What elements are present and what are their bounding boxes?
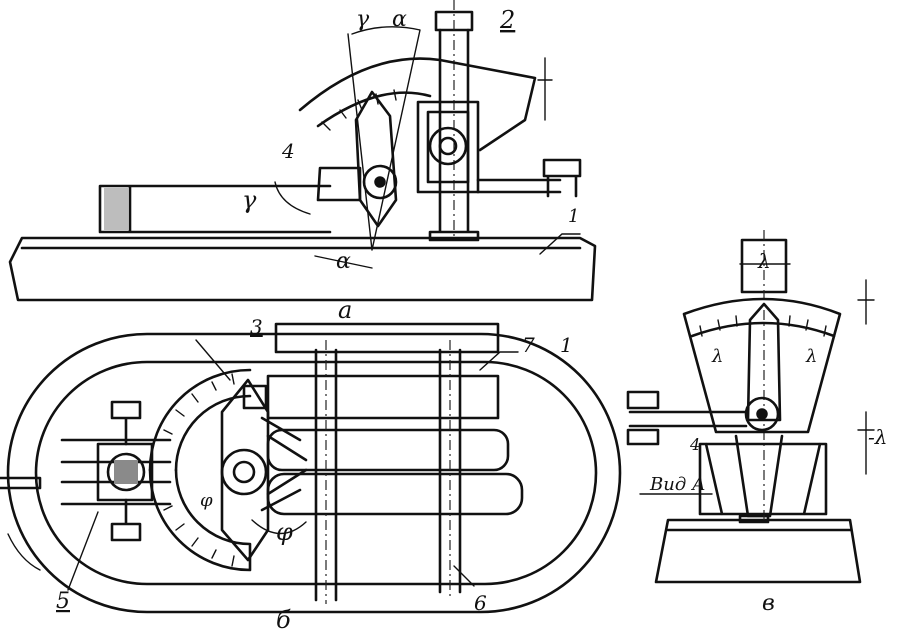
view-b-sector-upper: [148, 368, 252, 472]
view-b-label-1: 1: [560, 333, 573, 357]
view-a-label-alpha-top: α: [392, 7, 407, 32]
view-b-label-phi-outer: φ: [276, 518, 293, 546]
view-c-title: Вид А: [649, 474, 706, 495]
view-b-guide-upper: [266, 374, 500, 420]
view-c-label-lambda-top: λ: [757, 249, 771, 273]
view-c-label-lambda-right: λ: [805, 346, 817, 367]
view-c-rod: [628, 410, 748, 428]
view-a-label-gamma-left: γ: [242, 186, 257, 214]
view-a-label-alpha-bottom: α: [336, 249, 351, 274]
view-c-dimension-top: [857, 279, 875, 325]
view-b-label-6: 6: [474, 591, 487, 615]
view-a-pivot-center: [374, 176, 386, 188]
view-c-sector-scale: [690, 321, 836, 338]
view-a-base: [8, 236, 597, 302]
view-a-bar-hatch: [104, 188, 128, 230]
view-b-label-5: 5: [56, 589, 70, 614]
view-b-label-7: 7: [522, 333, 535, 357]
view-a-dimension: [537, 57, 553, 121]
view-a-cutter: [316, 166, 362, 202]
view-b-left-screw: [106, 452, 146, 492]
view-b-pivot-inner: [232, 460, 256, 484]
view-b-top-bar: [274, 322, 500, 354]
view-a-column-cap: [434, 10, 474, 32]
view-b-pivot: [220, 448, 268, 496]
view-a-angle-lines: [347, 26, 421, 251]
view-b-sector-lower: [148, 468, 252, 572]
view-c-label-minus-lambda: -λ: [868, 425, 887, 449]
view-c: λ λ λ -λ 4 Вид А в: [626, 230, 887, 616]
view-a: γ α 2 4 γ α 1 a: [8, 0, 597, 324]
view-c-label-lambda-left: λ: [711, 346, 723, 367]
view-b: 3 7 1 φ φ 5 6 б: [0, 315, 622, 631]
view-b-holder-block: [242, 384, 268, 410]
view-b-label-3: 3: [250, 315, 263, 339]
view-b-leader-5: [67, 511, 99, 591]
view-b-leader-3: [195, 339, 231, 381]
view-a-clamp-box: [416, 100, 480, 194]
view-c-sector-ticks: [699, 315, 827, 337]
view-b-guide-lower: [266, 472, 524, 516]
view-c-side-plates: [698, 442, 828, 516]
view-a-sector-ticks: [321, 89, 397, 131]
view-a-clamp-screw: [428, 126, 468, 166]
view-b-vertical-guides: [314, 348, 462, 602]
view-b-cutter-edges: [260, 416, 308, 512]
view-b-guide-middle: [266, 428, 510, 472]
view-c-base: [654, 518, 862, 584]
view-c-pivot-center: [756, 408, 768, 420]
view-c-knobs: [626, 390, 660, 446]
view-b-left-knobs: [110, 400, 142, 542]
view-a-clamp-inner: [426, 110, 470, 184]
view-a-alpha-arrow: [314, 255, 373, 269]
view-c-pivot: [744, 396, 780, 432]
view-c-label-4: 4: [689, 435, 700, 454]
view-b-sector-ticks: [163, 373, 235, 567]
view-b-label-phi-inner: φ: [200, 490, 213, 511]
view-a-knob: [542, 158, 582, 198]
view-c-dimension-bottom: [857, 411, 875, 475]
view-a-label-1: 1: [568, 206, 579, 227]
view-a-label-4: 4: [281, 139, 295, 163]
view-b-leader-7: [479, 351, 519, 371]
view-a-bar: [98, 184, 332, 234]
view-b-left-screw-hatch: [114, 460, 138, 484]
view-b-tool-holder: [220, 378, 270, 562]
view-a-rod: [476, 178, 562, 194]
view-b-phi-arc: [251, 519, 307, 535]
view-b-left-rod: [0, 476, 42, 490]
view-b-left-arc: [7, 533, 41, 571]
view-c-sector-head: [682, 297, 842, 434]
view-b-outer-body: [6, 332, 622, 614]
view-a-label-2: 2: [499, 6, 515, 34]
view-c-caption: в: [762, 591, 775, 616]
view-a-gamma-arc: [274, 181, 311, 215]
view-a-leader-1: [539, 233, 581, 255]
view-a-caption: a: [338, 296, 352, 324]
view-a-clamp-screw-inner: [438, 136, 458, 156]
view-c-tool-holder: [746, 302, 782, 422]
view-b-caption: б: [276, 606, 291, 631]
view-a-label-gamma-top: γ: [356, 7, 370, 32]
view-c-column: [734, 434, 784, 518]
view-b-leader-6: [453, 565, 475, 587]
view-c-column-foot: [738, 514, 770, 524]
